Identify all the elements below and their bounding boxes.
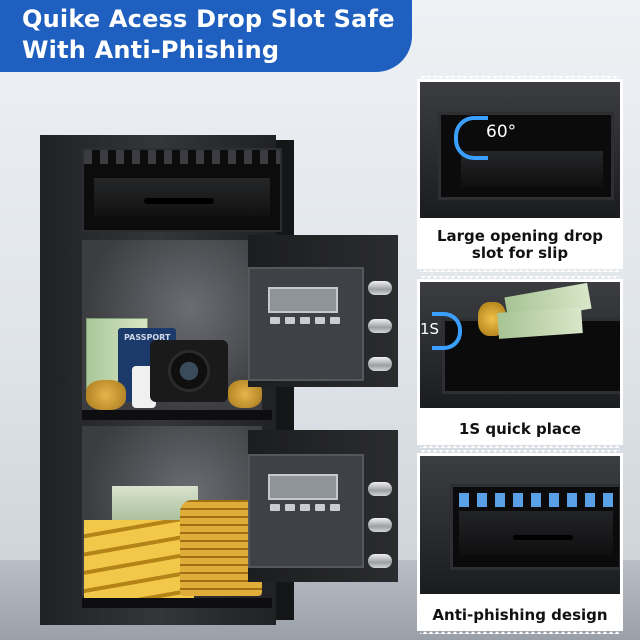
lower-bolt-2: [368, 518, 392, 532]
camera-lens: [168, 350, 210, 392]
title-line-1: Quike Acess Drop Slot Safe: [22, 5, 395, 33]
lower-keypad-buttons: [270, 504, 340, 511]
lower-bolt-1: [368, 482, 392, 496]
anti-phishing-teeth: [459, 493, 613, 507]
upper-keypad-panel: [248, 267, 364, 381]
lower-door: [248, 430, 398, 582]
passport-label: PASSPORT: [124, 333, 171, 342]
upper-shelf: [82, 410, 272, 420]
slot-closeup: [450, 484, 620, 570]
lower-keypad-panel: [248, 454, 364, 568]
bottom-shelf: [82, 598, 272, 608]
drop-arrow-icon: [432, 312, 462, 350]
camera: [150, 340, 228, 402]
title-line-2: With Anti-Phishing: [22, 36, 280, 64]
lower-keypad-display: [268, 474, 338, 500]
feature-card-large-opening: 60° Large opening drop slot for slip: [420, 76, 620, 272]
feature-caption: Anti-phishing design: [432, 606, 608, 624]
angle-label: 60°: [486, 122, 517, 142]
feature-card-anti-phishing: Anti-phishing design: [420, 450, 620, 634]
feature-card-quick-place: 1S 1S quick place: [420, 276, 620, 448]
upper-bolt-3: [368, 357, 392, 371]
time-label: 1S: [420, 320, 440, 338]
anti-phishing-teeth: [84, 150, 280, 164]
feature-caption: 1S quick place: [458, 420, 582, 438]
drop-slot: [82, 148, 282, 232]
upper-bolt-1: [368, 281, 392, 295]
feature-image-slot-angle: 60°: [420, 82, 620, 218]
upper-door: [248, 235, 398, 387]
gold-coins-left: [86, 380, 126, 410]
rotate-arrow-icon: [454, 116, 488, 160]
feature-image-quick-place: 1S: [420, 282, 620, 408]
drop-slot-handle: [144, 198, 214, 204]
feature-caption: Large opening drop slot for slip: [436, 227, 604, 262]
drop-slot-flap: [94, 178, 270, 216]
upper-keypad-display: [268, 287, 338, 313]
lower-bolt-3: [368, 554, 392, 568]
title-banner: Quike Acess Drop Slot Safe With Anti-Phi…: [0, 0, 412, 72]
gold-bars: [84, 520, 194, 598]
feature-image-anti-phishing: [420, 456, 620, 594]
upper-bolt-2: [368, 319, 392, 333]
upper-keypad-buttons: [270, 317, 340, 324]
